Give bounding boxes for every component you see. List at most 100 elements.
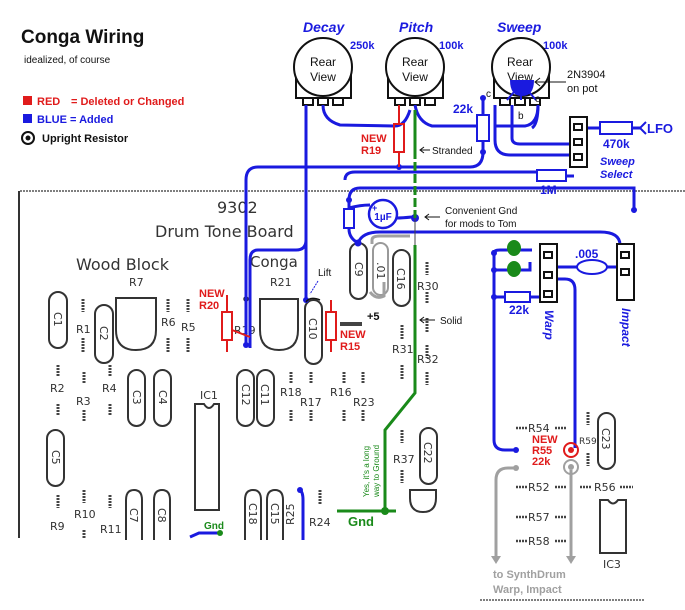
resistor-pads <box>56 262 590 538</box>
long-ground-line1: Yes, it's a long <box>362 446 371 497</box>
ref-r52: R52 <box>528 481 550 494</box>
new-part-labels: NEW R19 NEW R20 NEW R15 NEW R55 22k <box>199 133 558 468</box>
solid-label: Solid <box>440 316 462 327</box>
board-labels: 9302 Drum Tone Board Wood Block Conga <box>76 198 298 274</box>
new-r15-tag: NEW <box>340 329 366 341</box>
resistor-new-r20 <box>221 311 233 341</box>
ref-r54: R54 <box>528 422 550 435</box>
label-22k-top: 22k <box>453 102 473 116</box>
led-upper <box>507 240 521 256</box>
new-r20-tag: NEW <box>199 288 225 300</box>
pcb-board <box>18 190 685 601</box>
transistor-2n3904: 2N3904 on pot c e b <box>486 69 606 122</box>
led-lower <box>507 261 521 277</box>
legend-blue-label: BLUE = Added <box>37 114 113 126</box>
added-components <box>343 114 635 303</box>
long-ground-line2: way to Ground <box>372 445 381 498</box>
pot-decay-name: Decay <box>303 19 345 35</box>
gnd-small-label: Gnd <box>204 521 224 532</box>
label-sweep-select-1: Sweep <box>600 156 635 168</box>
new-r19-ref: R19 <box>361 145 381 157</box>
warp-leds <box>507 240 521 277</box>
ref-r32: R32 <box>417 353 439 366</box>
ref-c11: C11 <box>258 384 271 406</box>
cap-c11 <box>256 369 275 427</box>
cap-c2 <box>94 304 114 364</box>
transistor-note: on pot <box>567 83 598 95</box>
ref-c16: C16 <box>394 268 407 290</box>
legend-red-swatch <box>23 96 32 105</box>
stranded-label: Stranded <box>432 146 473 157</box>
ref-r21: R21 <box>270 276 292 289</box>
label-1uf: 1µF <box>374 212 391 223</box>
ref-r59: R59 <box>579 437 597 447</box>
cap-c12 <box>236 369 255 427</box>
transistor-r7 <box>115 297 157 352</box>
cap-c23 <box>597 412 616 470</box>
page-subtitle: idealized, of course <box>24 55 111 66</box>
section-conga: Conga <box>250 253 298 271</box>
ref-r57: R57 <box>528 511 550 524</box>
legend: RED = Deleted or Changed BLUE = Added Up… <box>21 96 184 145</box>
cap-c3 <box>127 369 146 427</box>
synthdrum-labels: to SynthDrum Warp, Impact <box>493 569 566 596</box>
new-r55-tag: NEW <box>532 434 558 446</box>
new-r19-tag: NEW <box>361 133 387 145</box>
ref-c3: C3 <box>130 390 143 405</box>
label-005: .005 <box>575 247 599 261</box>
cap-c15 <box>266 488 284 540</box>
ref-r24: R24 <box>309 516 331 529</box>
cap-c1 <box>48 291 68 349</box>
ref-r4: R4 <box>102 382 117 395</box>
label-sweep-select-2: Select <box>600 169 634 181</box>
conv-gnd-line2: for mods to Tom <box>445 219 517 230</box>
resistor-1m <box>536 169 567 182</box>
transistor-part: 2N3904 <box>567 69 606 81</box>
ref-r5: R5 <box>181 321 196 334</box>
legend-red-label: RED <box>37 96 60 108</box>
label-warp: Warp <box>542 310 556 340</box>
annotations: Stranded Convenient Gnd for mods to Tom … <box>305 146 517 327</box>
pot-sweep-label1: Rear <box>507 55 533 69</box>
legend-red-desc: = Deleted or Changed <box>71 96 184 108</box>
lfo-input: LFO <box>638 121 673 136</box>
added-labels: 22k 470k 1M 22k Sweep Select 1µF + .005 … <box>372 102 635 348</box>
ref-c15: C15 <box>268 503 281 525</box>
ref-c12: C12 <box>239 384 252 406</box>
page-title: Conga Wiring <box>21 27 144 48</box>
ref-c4: C4 <box>156 390 169 405</box>
new-r20-ref: R20 <box>199 300 219 312</box>
transistor-bottom <box>409 489 437 514</box>
ref-r31: R31 <box>392 343 414 356</box>
to-synthdrum-line1: to SynthDrum <box>493 569 566 581</box>
ref-r30: R30 <box>417 280 439 293</box>
pcb-ref-labels: R7 R21 R1 R6 R5 R19 R2 R3 R4 R18 R17 R16… <box>49 262 621 571</box>
legend-upright-label: Upright Resistor <box>42 133 129 145</box>
pot-decay-label1: Rear <box>310 55 336 69</box>
pot-pitch-name: Pitch <box>399 19 433 35</box>
pin-b: b <box>518 111 524 122</box>
ref-c1: C1 <box>51 312 64 327</box>
ref-c8: C8 <box>155 508 168 523</box>
ref-c10: C10 <box>306 318 319 340</box>
ref-c18: C18 <box>246 503 259 525</box>
cap-005 <box>576 259 608 275</box>
upright-resistor-gray <box>563 459 579 475</box>
lift-label: Lift <box>318 268 332 279</box>
pot-decay-value: 250k <box>350 40 375 52</box>
gnd-main-label: Gnd <box>348 514 374 529</box>
ref-c5: C5 <box>49 450 62 465</box>
resistor-pads-horizontal <box>340 322 633 543</box>
pot-sweep-value: 100k <box>543 40 568 52</box>
ref-r25: R25 <box>284 503 297 525</box>
ref-r56: R56 <box>594 481 616 494</box>
added-wiring <box>189 98 640 540</box>
ref-ic1: IC1 <box>200 389 218 402</box>
upright-resistor-r55 <box>563 442 579 458</box>
resistor-new-r15 <box>325 311 337 341</box>
cap-c5 <box>46 429 65 487</box>
cap-c10 <box>304 299 323 365</box>
to-synthdrum-line2: Warp, Impact <box>493 584 562 596</box>
ref-c9: C9 <box>352 262 365 277</box>
